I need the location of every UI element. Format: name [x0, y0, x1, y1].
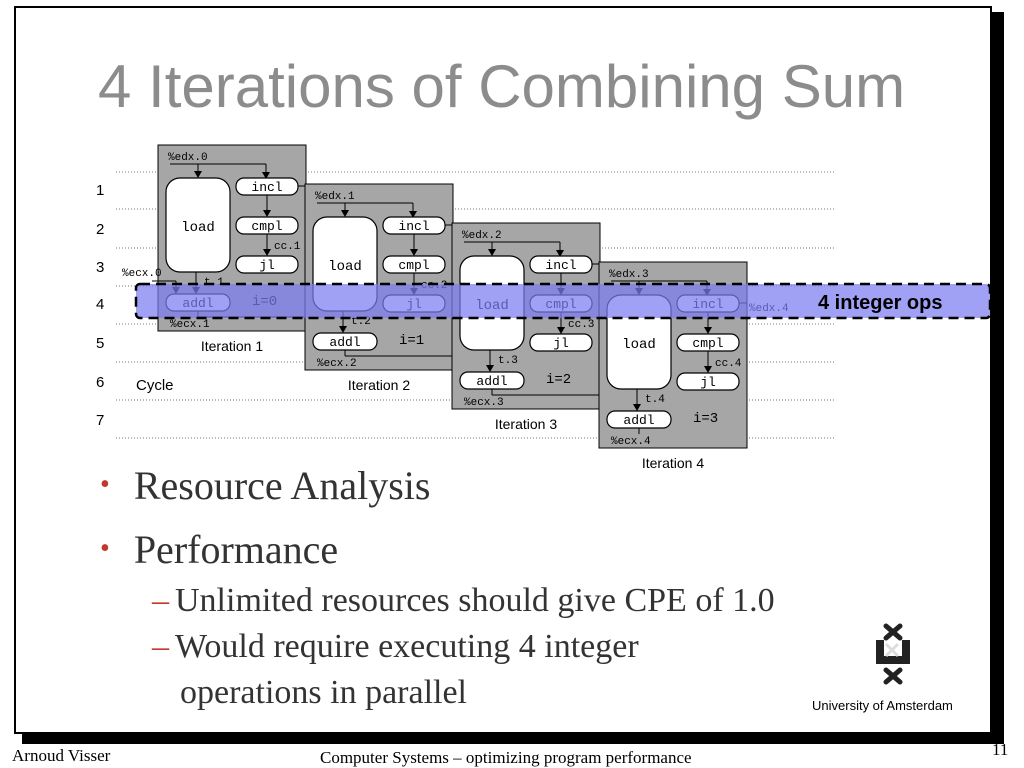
- jl-op: [529, 333, 593, 352]
- cc-label: cc.1: [274, 241, 301, 253]
- iteration-index-label: i=2: [546, 372, 571, 388]
- cycle-label-4: 4: [96, 296, 104, 313]
- load-op-label: load: [622, 337, 656, 353]
- ecx-out-label: %ecx.1: [170, 319, 210, 331]
- cycle-label-2: 2: [96, 221, 104, 238]
- cmpl-op-label: cmpl: [692, 336, 723, 351]
- bullet-dot: •: [100, 469, 110, 500]
- edx-in-label: %edx.2: [462, 230, 502, 242]
- slide-title: 4 Iterations of Combining Sum: [98, 53, 906, 120]
- ecx-out-label: %ecx.3: [464, 397, 504, 409]
- ecx-out-label: %ecx.4: [611, 436, 651, 448]
- addl-op-label: addl: [329, 335, 360, 350]
- cc-label: cc.4: [715, 358, 742, 370]
- cycle-labels: 1 2 3 4 5 6 7 Cycle: [96, 182, 174, 429]
- footer-course: Computer Systems – optimizing program pe…: [320, 748, 692, 767]
- ecx-out-label: %ecx.2: [317, 358, 357, 370]
- bullet-text: Resource Analysis: [133, 463, 431, 508]
- jl-op: [235, 255, 299, 274]
- cycle-label-1: 1: [96, 182, 104, 199]
- sub-bullet-continuation: operations in parallel: [180, 674, 468, 711]
- cmpl-op-label: cmpl: [398, 258, 429, 273]
- iteration-caption: Iteration 3: [495, 416, 557, 432]
- load-op-label: load: [181, 220, 215, 236]
- load-op-label: load: [328, 259, 362, 275]
- incl-op-label: incl: [398, 219, 429, 234]
- page-number: 11: [992, 740, 1009, 759]
- cmpl-op-label: cmpl: [251, 219, 282, 234]
- edx-in-label: %edx.3: [609, 269, 649, 281]
- edx-in-label: %edx.1: [315, 191, 355, 203]
- jl-op: [676, 372, 740, 391]
- cycle-label-6: 6: [96, 374, 104, 391]
- uva-logo-icon: [876, 623, 910, 685]
- ecx-in-label: %ecx.0: [122, 268, 162, 280]
- iteration-index-label: i=3: [693, 411, 718, 427]
- addl-op-label: addl: [623, 413, 654, 428]
- sub-bullet-text: Would require executing 4 integer: [175, 628, 639, 665]
- iteration-1: %edx.0loadinclcmplcc.1jlt.1addli=0%ecx.1…: [122, 144, 323, 354]
- load-op: [165, 177, 231, 273]
- iteration-caption: Iteration 2: [348, 377, 410, 393]
- cc-label: cc.3: [568, 319, 594, 331]
- iteration-caption: Iteration 4: [642, 455, 704, 471]
- highlight-label: 4 integer ops: [818, 292, 942, 314]
- cycle-label-3: 3: [96, 259, 104, 276]
- incl-op-label: incl: [545, 258, 576, 273]
- jl-op-label: jl: [259, 258, 275, 273]
- cycle-label-5: 5: [96, 335, 104, 352]
- t-label: t.3: [498, 355, 518, 367]
- sub-bullet-dash: –: [152, 582, 169, 619]
- cycle-axis-label: Cycle: [136, 377, 174, 394]
- iteration-caption: Iteration 1: [201, 338, 263, 354]
- jl-op-label: jl: [700, 375, 716, 390]
- sub-bullet-dash: –: [152, 628, 169, 665]
- bullet-dot: •: [100, 533, 110, 564]
- iteration-index-label: i=1: [399, 333, 424, 349]
- university-label: University of Amsterdam: [812, 698, 953, 713]
- sub-bullet-would-require: –Would require executing 4 integer: [152, 628, 639, 666]
- bullet-text: Performance: [133, 527, 339, 572]
- sub-bullet-text: Unlimited resources should give CPE of 1…: [175, 582, 775, 619]
- t-label: t.4: [645, 394, 665, 406]
- footer-author: Arnoud Visser: [12, 746, 111, 765]
- bullet-resource-analysis: • Resource Analysis: [100, 462, 430, 509]
- highlight-band: [134, 282, 992, 320]
- sub-bullet-unlimited-resources: –Unlimited resources should give CPE of …: [152, 582, 775, 620]
- edx-in-label: %edx.0: [168, 152, 208, 164]
- integer-ops-highlight: 4 integer ops: [134, 282, 992, 320]
- cycle-label-7: 7: [96, 412, 104, 429]
- iteration-3: %edx.2loadinclcmplcc.3jlt.3addli=2%ecx.3…: [451, 222, 617, 432]
- addl-op-label: addl: [476, 374, 507, 389]
- jl-op-label: jl: [553, 336, 569, 351]
- incl-op-label: incl: [251, 180, 282, 195]
- bullet-performance: • Performance: [100, 526, 338, 573]
